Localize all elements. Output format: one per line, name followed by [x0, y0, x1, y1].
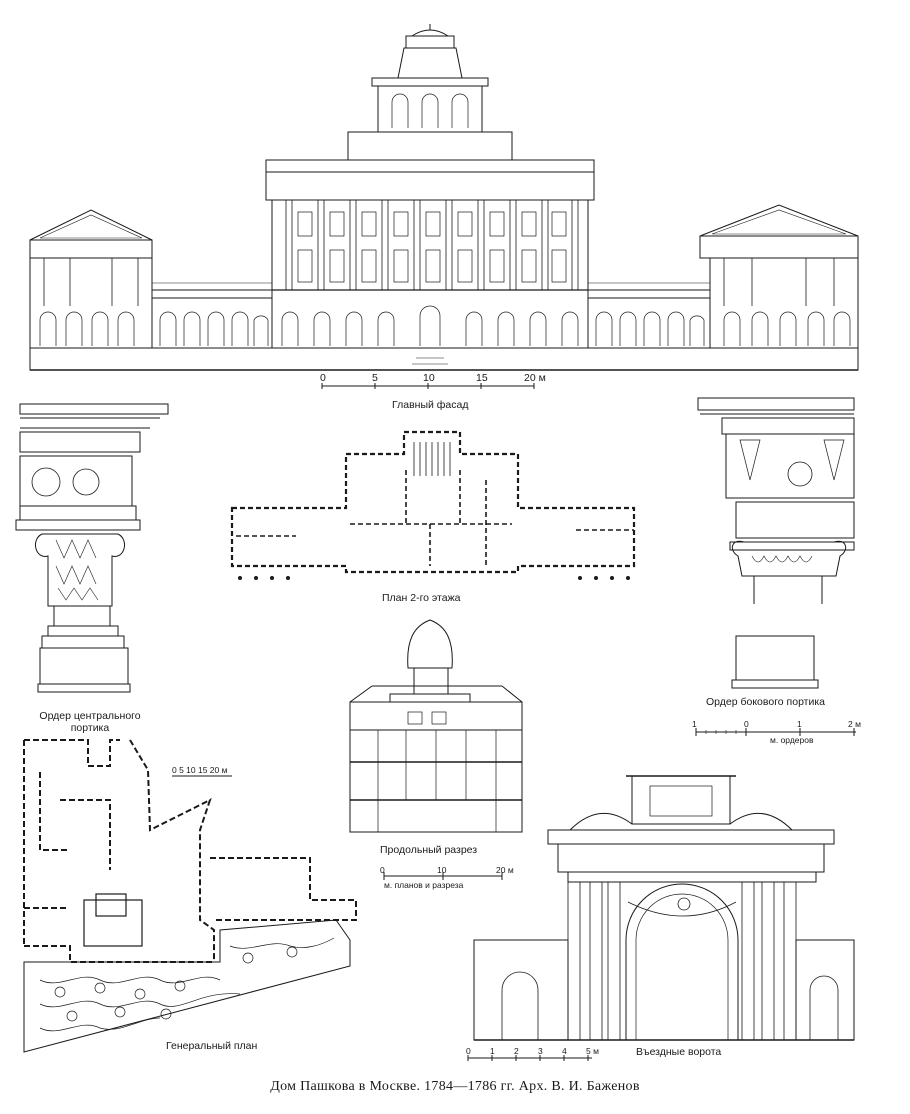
central-order-drawing: [15, 403, 169, 693]
section-scale-unit: м. планов и разреза: [384, 880, 464, 890]
side-order-scale-tick-1b: 1: [797, 719, 802, 729]
side-order-scale-tick-2: 2 м: [848, 719, 861, 729]
plan-stair-hatch: [413, 442, 451, 476]
site-plan-drawing: [23, 739, 357, 1053]
site-plan-title: Генеральный план: [166, 1040, 258, 1052]
plan-2nd-floor-title: План 2-го этажа: [382, 592, 461, 604]
gates-scale-tick-3: 3: [538, 1046, 543, 1056]
side-order-scale-tick-1: 1: [692, 719, 697, 729]
facade-scale-tick-0: 0: [320, 372, 326, 384]
gates-scale-tick-0: 0: [466, 1046, 471, 1056]
gates-title: Въездные ворота: [636, 1046, 722, 1058]
facade-scale-tick-20: 20 м: [524, 372, 546, 384]
gates-scale-tick-1: 1: [490, 1046, 495, 1056]
gates-drawing: [467, 775, 855, 1061]
section-title: Продольный разрез: [380, 844, 478, 856]
central-order-title-line2: портика: [70, 722, 110, 734]
section-scale-tick-20: 20 м: [496, 865, 514, 875]
facade-scale-tick-15: 15: [476, 372, 488, 384]
main-facade-title: Главный фасад: [392, 399, 469, 411]
plan-column-dots: [238, 576, 630, 580]
section-scale-tick-10: 10: [437, 865, 447, 875]
sheet-caption: Дом Пашкова в Москве. 1784—1786 гг. Арх.…: [270, 1079, 640, 1094]
main-facade-drawing: [29, 24, 859, 389]
side-order-title: Ордер бокового портика: [706, 696, 826, 708]
section-scale-tick-0: 0: [380, 865, 385, 875]
gates-scale-tick-5: 5 м: [586, 1046, 599, 1056]
side-order-drawing: [695, 397, 856, 736]
site-plan-scale-label: 0 5 10 15 20 м: [172, 765, 228, 775]
facade-scale-tick-10: 10: [423, 372, 435, 384]
gates-scale-tick-2: 2: [514, 1046, 519, 1056]
gates-scale-tick-4: 4: [562, 1046, 567, 1056]
central-order-title-line1: Ордер центрального: [39, 710, 141, 722]
facade-scale-tick-5: 5: [372, 372, 378, 384]
section-drawing: [349, 619, 523, 880]
side-order-scale-unit: м. ордеров: [770, 735, 814, 745]
plan-2nd-floor-drawing: [230, 430, 636, 574]
side-order-scale-tick-0: 0: [744, 719, 749, 729]
